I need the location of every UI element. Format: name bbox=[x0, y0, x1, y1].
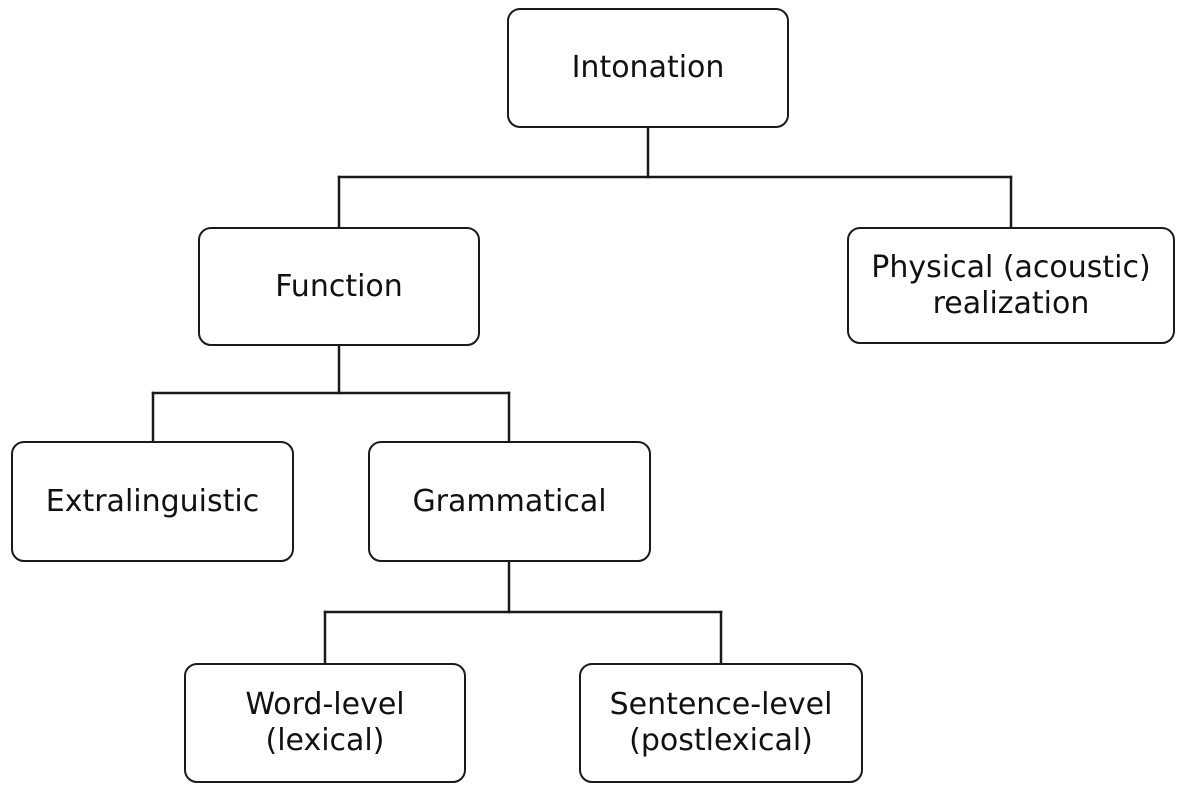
node-extralinguistic: Extralinguistic bbox=[11, 441, 294, 562]
node-physical-realization-label: Physical (acoustic) realization bbox=[871, 249, 1151, 321]
node-grammatical-label: Grammatical bbox=[412, 483, 607, 519]
node-sentence-level: Sentence-level (postlexical) bbox=[579, 663, 863, 783]
node-physical-realization: Physical (acoustic) realization bbox=[847, 227, 1175, 344]
node-word-level: Word-level (lexical) bbox=[184, 663, 466, 783]
node-function: Function bbox=[198, 227, 480, 346]
node-extralinguistic-label: Extralinguistic bbox=[45, 483, 260, 519]
node-intonation-label: Intonation bbox=[571, 50, 725, 85]
node-intonation: Intonation bbox=[507, 8, 789, 128]
node-function-label: Function bbox=[275, 268, 403, 304]
node-word-level-label: Word-level (lexical) bbox=[245, 687, 405, 758]
node-grammatical: Grammatical bbox=[368, 441, 651, 562]
node-sentence-level-label: Sentence-level (postlexical) bbox=[609, 687, 833, 758]
